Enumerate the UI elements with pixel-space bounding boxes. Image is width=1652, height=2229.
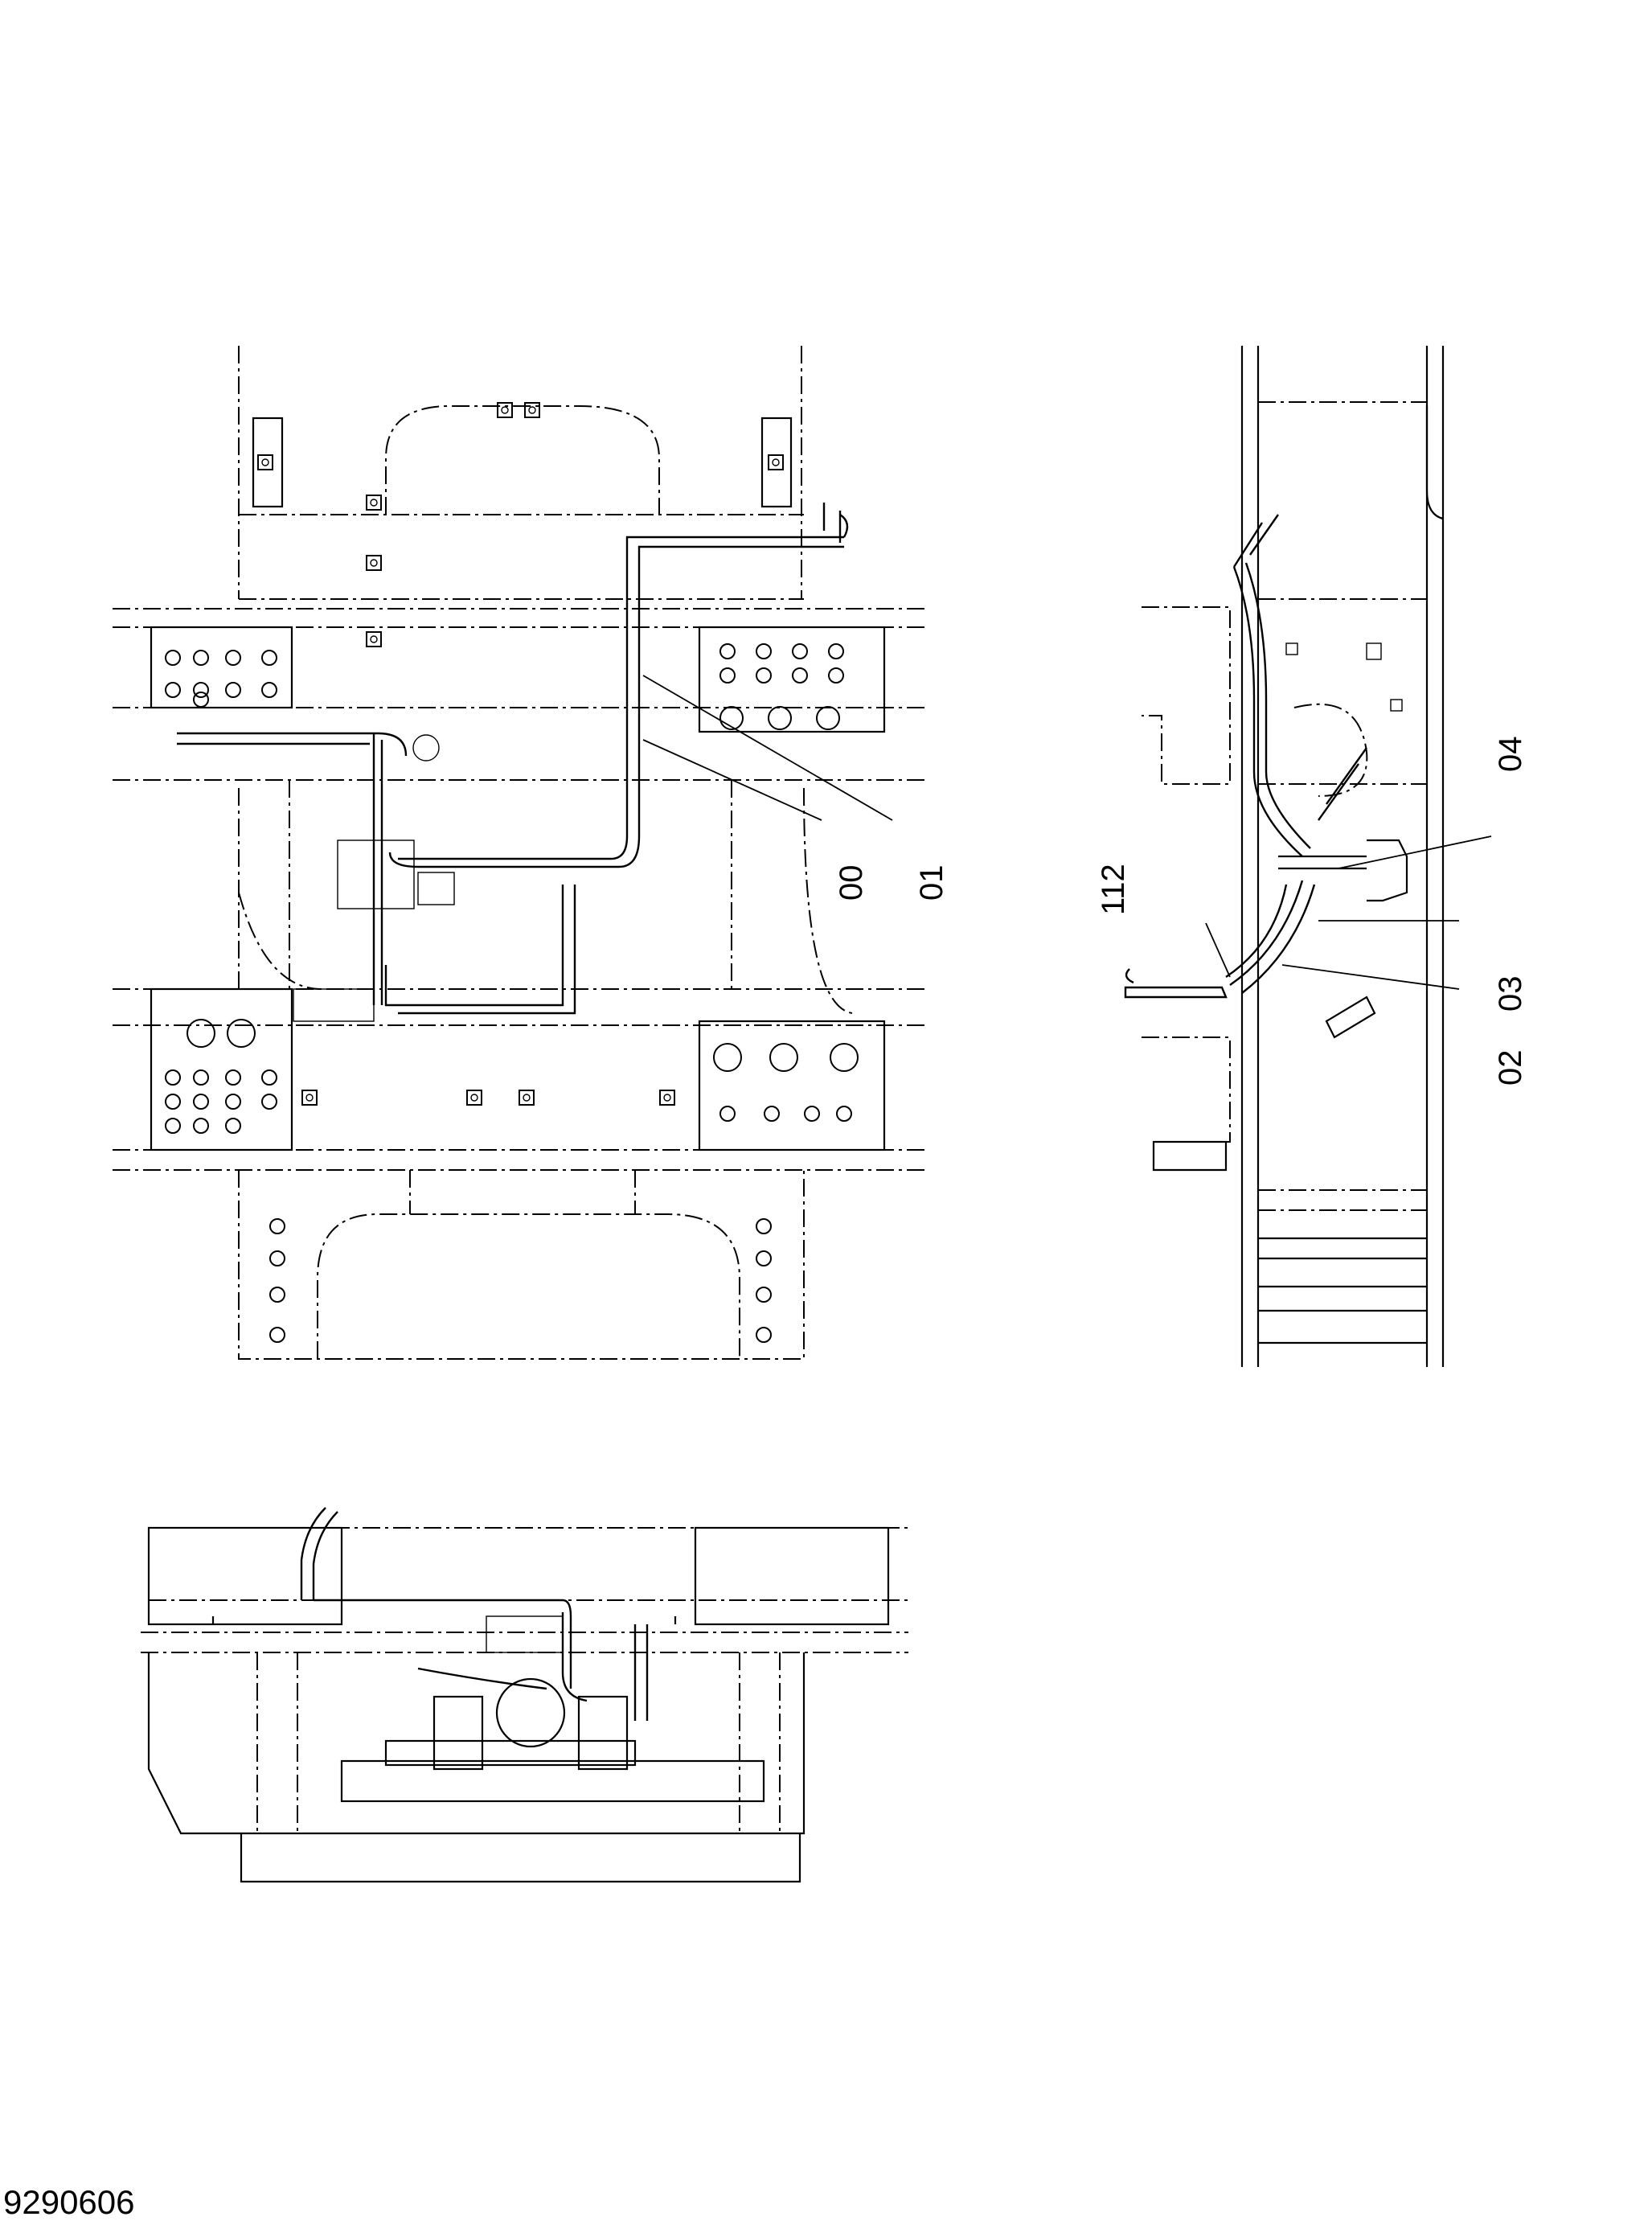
hose-routing-front-view: [300, 1507, 649, 1721]
bolt-pattern-ll: [165, 1019, 277, 1134]
front-view: [141, 1507, 908, 1883]
hose-routing-side-view: [1124, 514, 1367, 999]
bolt-pattern-ur: [719, 643, 844, 730]
callout-03: 03: [1493, 976, 1528, 1012]
callout-04: 04: [1493, 737, 1528, 773]
callout-02-label: 02: [1493, 1050, 1528, 1086]
callout-04-label: 04: [1493, 737, 1528, 773]
bolt-pattern-ul: [165, 650, 277, 708]
callout-01-label: 01: [914, 865, 949, 901]
callout-112: 112: [1096, 864, 1131, 915]
drawing-number: 9290606: [3, 2183, 135, 2221]
callout-03-label: 03: [1493, 976, 1528, 1012]
callout-112-label: 112: [1096, 864, 1131, 915]
callout-00-label: 00: [834, 865, 869, 901]
hose-routing-top-view: [177, 503, 849, 1022]
callout-00: 00: [834, 865, 869, 901]
bolt-pattern-bottom: [269, 1218, 772, 1343]
side-view: [1124, 346, 1445, 1367]
callout-01: 01: [914, 865, 949, 901]
callout-leaders: [642, 675, 1492, 990]
top-view: [113, 346, 924, 1360]
bolt-pattern-lr: [713, 1043, 859, 1122]
callout-02: 02: [1493, 1050, 1528, 1086]
